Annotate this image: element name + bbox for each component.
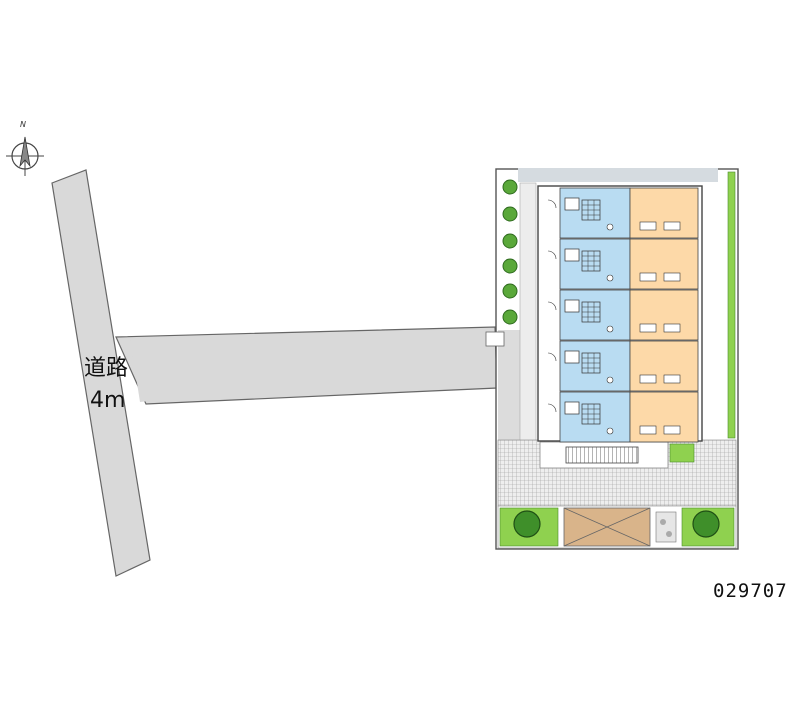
north-label: N [20, 120, 26, 129]
hedge [727, 171, 736, 439]
road [51, 169, 498, 577]
tree-icon [502, 179, 720, 538]
stairs [565, 446, 639, 464]
access-road [115, 326, 498, 405]
main-road [51, 169, 151, 577]
property-code: 029707 [713, 580, 788, 602]
road-width-label: 4m [90, 388, 126, 413]
unit [547, 187, 699, 443]
north-arrow-icon [6, 136, 44, 176]
road-name-label: 道路 [84, 356, 129, 381]
